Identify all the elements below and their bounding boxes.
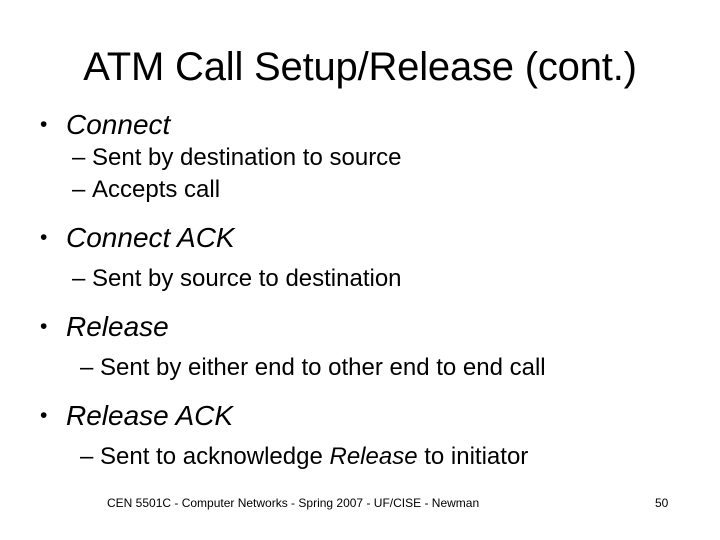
- bullet-label: Release ACK: [66, 400, 234, 431]
- dash-icon: –: [72, 176, 86, 203]
- footer-page-number: 50: [655, 496, 669, 510]
- dash-icon: –: [72, 265, 86, 292]
- bullet-dot-icon: •: [40, 315, 48, 338]
- slide-footer: CEN 5501C - Computer Networks - Spring 2…: [0, 495, 720, 513]
- bullet-item-connect-ack: • Connect ACK: [0, 221, 720, 254]
- sub-bullet-item: – Accepts call: [0, 175, 720, 205]
- bullet-dot-icon: •: [40, 226, 48, 249]
- sub-bullet-label: Sent by destination to source: [92, 144, 402, 171]
- bullet-label: Release: [66, 311, 169, 342]
- sub-bullet-item: – Sent by destination to source: [0, 143, 720, 173]
- sub-bullet-label-pre: Sent to acknowledge: [100, 443, 330, 470]
- sub-bullet-label-post: to initiator: [417, 443, 529, 470]
- bullet-label: Connect: [66, 109, 171, 140]
- bullet-item-release: • Release: [0, 310, 720, 343]
- bullet-label: Connect ACK: [66, 222, 235, 253]
- page-title: ATM Call Setup/Release (cont.): [83, 45, 637, 89]
- bullet-dot-icon: •: [40, 113, 48, 136]
- footer-course-line: CEN 5501C - Computer Networks - Spring 2…: [107, 496, 480, 510]
- sub-bullet-label-emphasis: Release: [329, 443, 418, 470]
- dash-icon: –: [80, 354, 94, 381]
- dash-icon: –: [80, 443, 94, 470]
- slide-body-list: • Connect – Sent by destination to sourc…: [0, 108, 720, 472]
- sub-bullet-item: – Sent by either end to other end to end…: [0, 353, 720, 383]
- sub-bullet-label: Sent by source to destination: [92, 265, 402, 292]
- sub-bullet-label: Sent by either end to other end to end c…: [100, 354, 546, 381]
- bullet-dot-icon: •: [40, 404, 48, 427]
- bullet-item-connect: • Connect: [0, 108, 720, 141]
- sub-bullet-item: – Sent to acknowledge Release to initiat…: [0, 442, 720, 472]
- bullet-item-release-ack: • Release ACK: [0, 399, 720, 432]
- sub-bullet-item: – Sent by source to destination: [0, 264, 720, 294]
- dash-icon: –: [72, 144, 86, 171]
- sub-bullet-label: Accepts call: [92, 176, 221, 203]
